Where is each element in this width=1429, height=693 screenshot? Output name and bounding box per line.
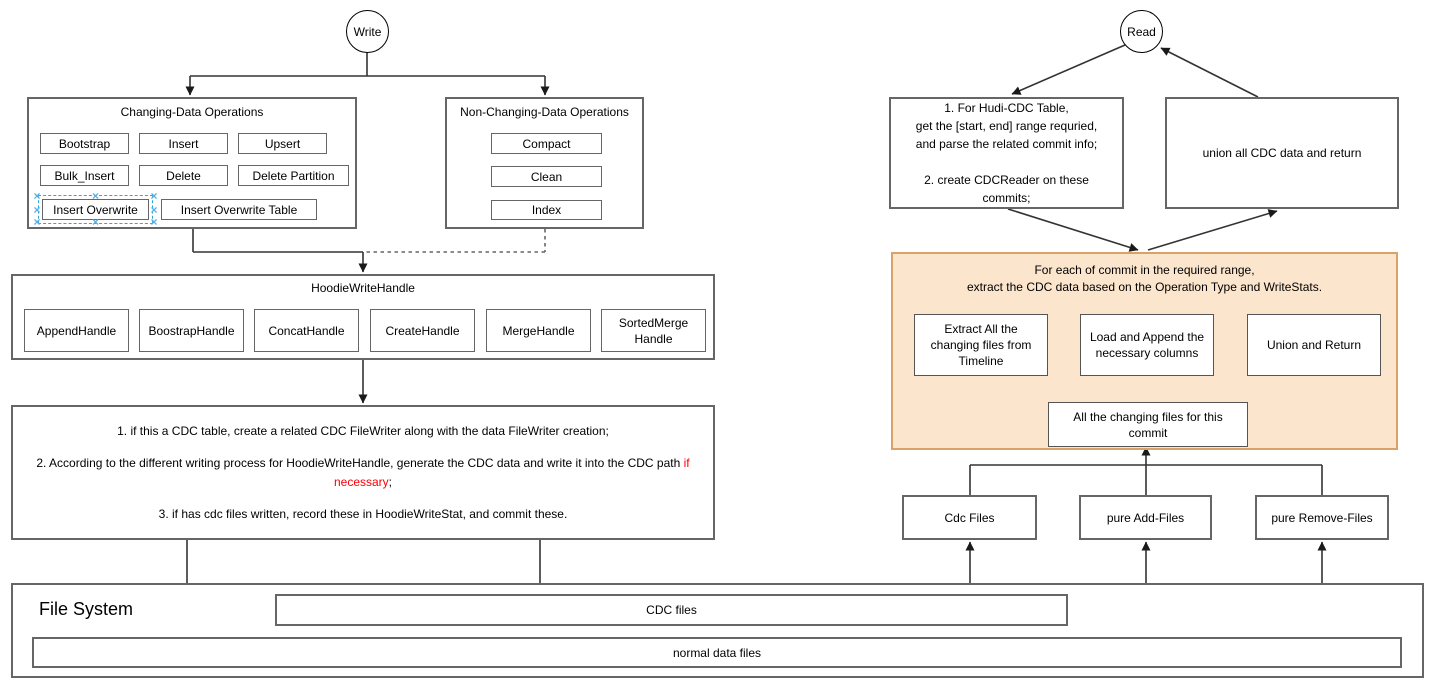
nonchanging-ops-title: Non-Changing-Data Operations [460, 105, 629, 119]
op-upsert[interactable]: Upsert [238, 133, 327, 154]
edge-unionbox-read[interactable] [1160, 47, 1259, 98]
per-commit-extract-title: For each of commit in the required range… [966, 263, 1323, 294]
write-node[interactable]: Write [346, 10, 389, 53]
selection-handle-icon[interactable]: × [91, 215, 99, 229]
op-insert-overwrite-table-label: Insert Overwrite Table [180, 202, 298, 217]
cdc-files-box[interactable]: Cdc Files [902, 495, 1037, 540]
pure-remove-files-box-label: pure Remove-Files [1271, 510, 1373, 525]
union-and-return-label: Union and Return [1266, 338, 1362, 352]
op-delete-label: Delete [166, 168, 201, 183]
extract-changing-files-box[interactable]: Extract All the changing files from Time… [914, 314, 1048, 376]
handle-append-label: AppendHandle [36, 323, 117, 338]
handle-sorted-merge-label: SortedMerge Handle [618, 315, 689, 346]
op-insert-overwrite-label: Insert Overwrite [53, 202, 138, 217]
handle-merge-label: MergeHandle [502, 323, 575, 338]
op-insert[interactable]: Insert [139, 133, 228, 154]
op-insert-label: Insert [168, 136, 199, 151]
edge-read-rangebox[interactable] [1011, 44, 1126, 95]
read-range-text: 1. For Hudi-CDC Table, get the [start, e… [915, 101, 1098, 205]
op-insert-overwrite-table[interactable]: Insert Overwrite Table [161, 199, 317, 220]
step-1-text: 1. if this a CDC table, create a related… [117, 423, 609, 438]
op-clean-label: Clean [530, 169, 563, 184]
op-compact[interactable]: Compact [491, 133, 602, 154]
extract-changing-files-label: Extract All the changing files from Time… [930, 322, 1032, 368]
op-upsert-label: Upsert [264, 136, 301, 151]
handle-sorted-merge[interactable]: SortedMerge Handle [601, 309, 706, 352]
all-changing-files-label: All the changing files for this commit [1073, 409, 1223, 440]
handle-boostrap-label: BoostrapHandle [148, 323, 235, 338]
op-delete-partition-label: Delete Partition [252, 168, 335, 183]
step-3-text: 3. if has cdc files written, record thes… [158, 506, 568, 521]
op-insert-overwrite-selected[interactable]: Insert Overwrite × × × × × × × × [33, 190, 157, 228]
step-2-prefix: 2. According to the different writing pr… [36, 455, 684, 470]
selection-handle-icon[interactable]: × [33, 202, 41, 217]
per-commit-extract-group[interactable]: For each of commit in the required range… [891, 252, 1398, 450]
normal-data-files-store-label: normal data files [672, 645, 762, 660]
changing-ops-group[interactable]: Changing-Data Operations Bootstrap Inser… [27, 97, 357, 229]
read-union-box[interactable]: union all CDC data and return [1165, 97, 1399, 209]
normal-data-files-store[interactable]: normal data files [32, 637, 1402, 668]
cdc-files-store-label: CDC files [646, 603, 697, 617]
hoodie-write-handle-group[interactable]: HoodieWriteHandle AppendHandle BoostrapH… [11, 274, 715, 360]
write-label: Write [353, 24, 382, 39]
selection-handle-icon[interactable]: × [150, 215, 158, 229]
edge-rangebox-orange[interactable] [1007, 208, 1139, 252]
read-union-text: union all CDC data and return [1202, 146, 1362, 160]
read-label: Read [1127, 24, 1156, 39]
op-clean[interactable]: Clean [491, 166, 602, 187]
op-bulk-insert-label: Bulk_Insert [54, 168, 115, 183]
cdc-write-steps-box[interactable]: 1. if this a CDC table, create a related… [11, 405, 715, 540]
op-index-label: Index [531, 203, 562, 217]
step-2-suffix: ; [388, 474, 393, 489]
cdc-files-box-label: Cdc Files [944, 510, 995, 525]
load-append-columns-label: Load and Append the necessary columns [1089, 330, 1205, 360]
op-delete-partition[interactable]: Delete Partition [238, 165, 349, 186]
nonchanging-ops-group[interactable]: Non-Changing-Data Operations Compact Cle… [445, 97, 644, 229]
all-changing-files-box[interactable]: All the changing files for this commit [1048, 402, 1248, 447]
selection-handle-icon[interactable]: × [150, 189, 158, 203]
read-node[interactable]: Read [1120, 10, 1163, 53]
handle-append[interactable]: AppendHandle [24, 309, 129, 352]
edge-orange-unionbox[interactable] [1147, 209, 1278, 251]
handle-merge[interactable]: MergeHandle [486, 309, 591, 352]
step-2-red-text: if necessary [333, 455, 690, 489]
selection-handle-icon[interactable]: × [150, 202, 158, 217]
op-bootstrap-label: Bootstrap [58, 136, 111, 151]
file-system-title: File System [39, 599, 134, 619]
selection-handle-icon[interactable]: × [91, 189, 99, 203]
changing-ops-title: Changing-Data Operations [120, 105, 264, 119]
pure-add-files-box-label: pure Add-Files [1106, 510, 1185, 525]
cdc-files-store[interactable]: CDC files [275, 594, 1068, 626]
load-append-columns-box[interactable]: Load and Append the necessary columns [1080, 314, 1214, 376]
handle-concat[interactable]: ConcatHandle [254, 309, 359, 352]
pure-remove-files-box[interactable]: pure Remove-Files [1255, 495, 1389, 540]
handle-concat-label: ConcatHandle [268, 323, 345, 338]
read-range-box[interactable]: 1. For Hudi-CDC Table, get the [start, e… [889, 97, 1124, 209]
step-2-text: 2. According to the different writing pr… [21, 454, 705, 492]
op-index[interactable]: Index [491, 200, 602, 220]
handle-boostrap[interactable]: BoostrapHandle [139, 309, 244, 352]
hoodie-write-handle-title: HoodieWriteHandle [311, 281, 415, 295]
op-compact-label: Compact [522, 136, 571, 151]
selection-handle-icon[interactable]: × [33, 189, 41, 203]
pure-add-files-box[interactable]: pure Add-Files [1079, 495, 1212, 540]
handle-create-label: CreateHandle [385, 323, 460, 338]
op-bootstrap[interactable]: Bootstrap [40, 133, 129, 154]
op-bulk-insert[interactable]: Bulk_Insert [40, 165, 129, 186]
op-delete[interactable]: Delete [139, 165, 228, 186]
handle-create[interactable]: CreateHandle [370, 309, 475, 352]
union-and-return-box[interactable]: Union and Return [1247, 314, 1381, 376]
selection-handle-icon[interactable]: × [33, 215, 41, 229]
